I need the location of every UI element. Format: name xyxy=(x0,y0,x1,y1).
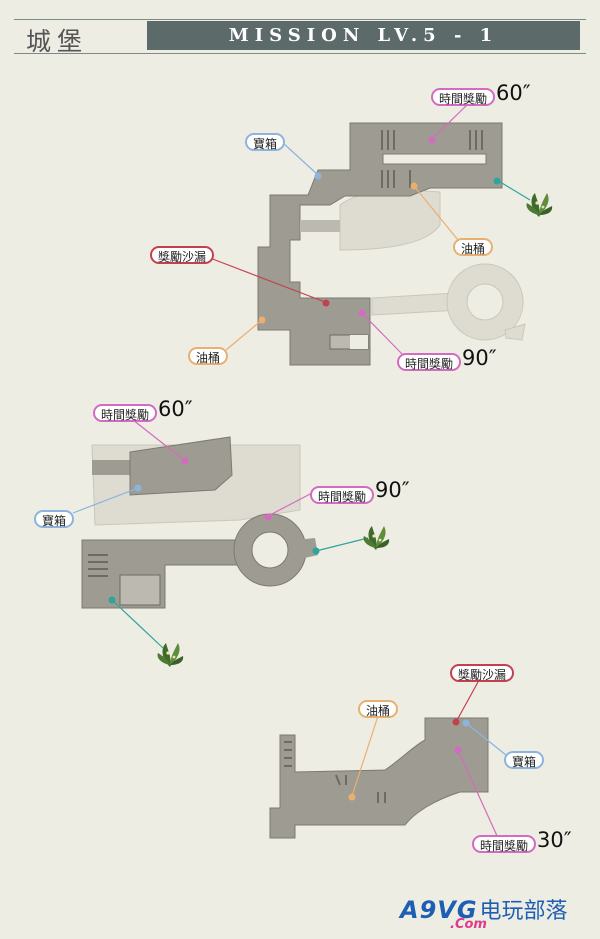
map-2 xyxy=(81,436,318,609)
map-1 xyxy=(257,122,526,366)
marker-dots xyxy=(108,136,501,801)
oil-barrel-label: 油桶 xyxy=(358,700,399,718)
oil-barrel-label: 油桶 xyxy=(188,347,229,365)
chest-label: 寶箱 xyxy=(504,751,545,769)
logo-chinese: 电玩部落 xyxy=(479,899,568,924)
time-bonus-label: 時間獎勵 xyxy=(431,88,496,106)
mission-banner: MISSION LV.5 - 1 xyxy=(147,21,580,50)
header-bottom-rule xyxy=(14,53,586,54)
time-bonus-value: 30″ xyxy=(537,828,572,852)
time-bonus-label: 時間獎勵 xyxy=(93,404,158,422)
bonus-hourglass-label: 獎勵沙漏 xyxy=(450,664,515,682)
time-bonus-label: 時間獎勵 xyxy=(397,353,462,371)
herb-icon xyxy=(526,193,553,217)
logo-brand: A9VG xyxy=(400,896,478,924)
time-bonus-label: 時間獎勵 xyxy=(472,835,537,853)
header-top-rule xyxy=(14,19,586,20)
oil-barrel-label: 油桶 xyxy=(453,238,494,256)
time-bonus-value: 90″ xyxy=(462,346,497,370)
time-bonus-label: 時間獎勵 xyxy=(310,486,375,504)
chest-label: 寶箱 xyxy=(34,510,75,528)
a9vg-logo: A9VG电玩部落 .Com xyxy=(400,893,568,932)
time-bonus-value: 60″ xyxy=(158,397,193,421)
time-bonus-value: 60″ xyxy=(496,81,531,105)
map-3 xyxy=(269,717,489,839)
bonus-hourglass-label: 獎勵沙漏 xyxy=(150,246,215,264)
time-bonus-value: 90″ xyxy=(375,478,410,502)
location-title: 城堡 xyxy=(26,27,89,56)
chest-label: 寶箱 xyxy=(245,133,286,151)
leader-lines xyxy=(72,103,531,839)
logo-com: .Com xyxy=(450,917,487,932)
